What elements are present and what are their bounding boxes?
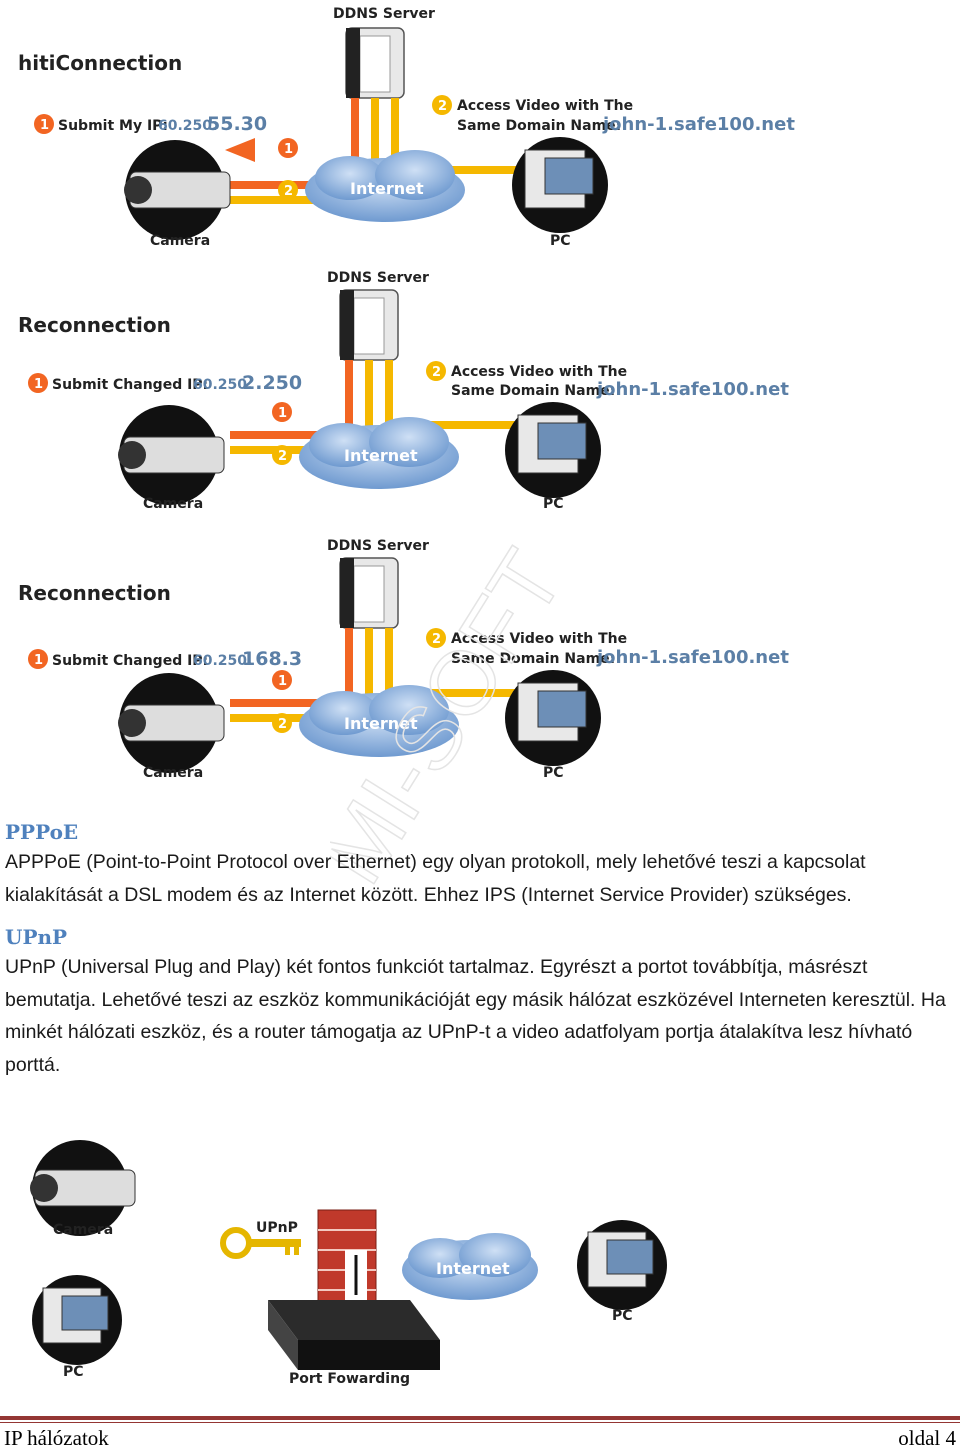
server-label: DDNS Server (327, 270, 429, 286)
svg-text:2: 2 (278, 717, 287, 732)
camera-label: Camera (150, 233, 210, 249)
ip-suffix: 168.3 (242, 648, 302, 670)
svg-text:1: 1 (284, 142, 293, 157)
camera-label: Camera (143, 765, 203, 781)
ddns-diagram-reconnection-2: Reconnection DDNS Server 1 Submit Change… (0, 533, 960, 795)
domain-name: john-1.safe100.net (596, 647, 789, 668)
router-label: Port Fowarding (289, 1371, 410, 1387)
internet-label: Internet (350, 179, 424, 198)
footer-rule-thin (0, 1422, 960, 1423)
internet-label: Internet (344, 714, 418, 733)
ddns-server-icon (339, 289, 399, 361)
camera-icon (30, 1140, 136, 1236)
internet-label: Internet (436, 1259, 510, 1278)
footer-document-title: IP hálózatok (4, 1426, 109, 1450)
step2-badge (426, 361, 446, 381)
svg-text:1: 1 (278, 674, 287, 689)
domain-name: john-1.safe100.net (602, 114, 795, 135)
submit-label: Submit My IP: (58, 118, 168, 134)
step2-badge (432, 95, 452, 115)
submit-label: Submit Changed IP: (52, 653, 208, 669)
camera-label: Camera (53, 1222, 113, 1238)
svg-text:1: 1 (34, 653, 43, 668)
server-label: DDNS Server (333, 6, 435, 22)
svg-text:2: 2 (284, 184, 293, 199)
pc-icon (577, 1220, 667, 1310)
ddns-diagram-reconnection-1: Reconnection DDNS Server 1 Submit Change… (0, 265, 960, 525)
submit-label: Submit Changed IP: (52, 377, 208, 393)
upnp-diagram: Camera UPnP Port Fowarding (0, 1130, 960, 1400)
svg-text:2: 2 (432, 632, 441, 647)
ddns-diagram-svg: Reconnection DDNS Server 1 Submit Change… (18, 270, 789, 512)
access-line2: Same Domain Name: (457, 118, 621, 134)
ddns-server-icon (339, 557, 399, 629)
access-line2: Same Domain Name: (451, 383, 615, 399)
internet-cloud-icon (402, 1233, 538, 1300)
router-icon (268, 1300, 440, 1370)
step1-badge (28, 649, 48, 669)
ddns-diagram-svg: Reconnection DDNS Server 1 Submit Change… (18, 538, 789, 781)
ip-suffix: 55.30 (207, 113, 267, 135)
step1-badge (28, 373, 48, 393)
pc-icon (505, 670, 601, 766)
svg-text:1: 1 (278, 406, 287, 421)
internet-cloud-icon (305, 150, 465, 222)
step1-badge (34, 114, 54, 134)
section-heading-pppoe: PPPoE (5, 820, 79, 844)
pc-label-left: PC (63, 1364, 84, 1380)
step2-badge (426, 628, 446, 648)
svg-text:2: 2 (432, 365, 441, 380)
ip-prefix: 60.250. (193, 377, 252, 393)
ip-suffix: 2.250 (242, 372, 302, 394)
access-line1: Access Video with The (457, 98, 633, 114)
access-line2: Same Domain Name: (451, 651, 615, 667)
pc-icon (512, 137, 608, 233)
section-heading-upnp: UPnP (5, 925, 68, 949)
internet-cloud-icon (299, 685, 459, 757)
pc-label: PC (543, 496, 564, 512)
svg-text:2: 2 (278, 449, 287, 464)
upnp-diagram-svg: Camera UPnP Port Fowarding (30, 1140, 667, 1387)
svg-text:2: 2 (438, 99, 447, 114)
svg-text:1: 1 (40, 118, 49, 133)
camera-icon (124, 140, 231, 240)
access-line1: Access Video with The (451, 364, 627, 380)
upnp-label: UPnP (256, 1220, 298, 1236)
camera-label: Camera (143, 496, 203, 512)
ip-prefix: 60.250. (193, 653, 252, 669)
internet-cloud-icon (299, 417, 459, 489)
body-text: PPPoE APPPoE (Point-to-Point Protocol ov… (5, 818, 955, 1091)
ddns-diagram-svg: hitiConnection DDNS Server 1 Submit My I… (18, 6, 795, 249)
pc-label: PC (543, 765, 564, 781)
pc-icon (32, 1275, 122, 1365)
domain-name: john-1.safe100.net (596, 379, 789, 400)
pc-label-right: PC (612, 1308, 633, 1324)
ip-prefix: 60.250. (158, 118, 217, 134)
footer-page-number: oldal 4 (898, 1426, 956, 1450)
server-label: DDNS Server (327, 538, 429, 554)
footer-rule (0, 1416, 960, 1420)
ddns-diagram-initial: hitiConnection DDNS Server 1 Submit My I… (0, 0, 960, 265)
diagram-title: Reconnection (18, 581, 171, 605)
ddns-server-icon (345, 27, 405, 99)
pc-icon (505, 402, 601, 498)
diagram-title: Reconnection (18, 313, 171, 337)
camera-icon (118, 673, 225, 773)
access-line1: Access Video with The (451, 631, 627, 647)
camera-icon (118, 405, 225, 505)
section-paragraph-pppoe: APPPoE (Point-to-Point Protocol over Eth… (5, 851, 866, 906)
section-paragraph-upnp: UPnP (Universal Plug and Play) két fonto… (5, 956, 946, 1076)
pc-label: PC (550, 233, 571, 249)
key-icon (220, 1227, 301, 1259)
svg-text:1: 1 (34, 377, 43, 392)
internet-label: Internet (344, 446, 418, 465)
diagram-title: hitiConnection (18, 51, 182, 75)
